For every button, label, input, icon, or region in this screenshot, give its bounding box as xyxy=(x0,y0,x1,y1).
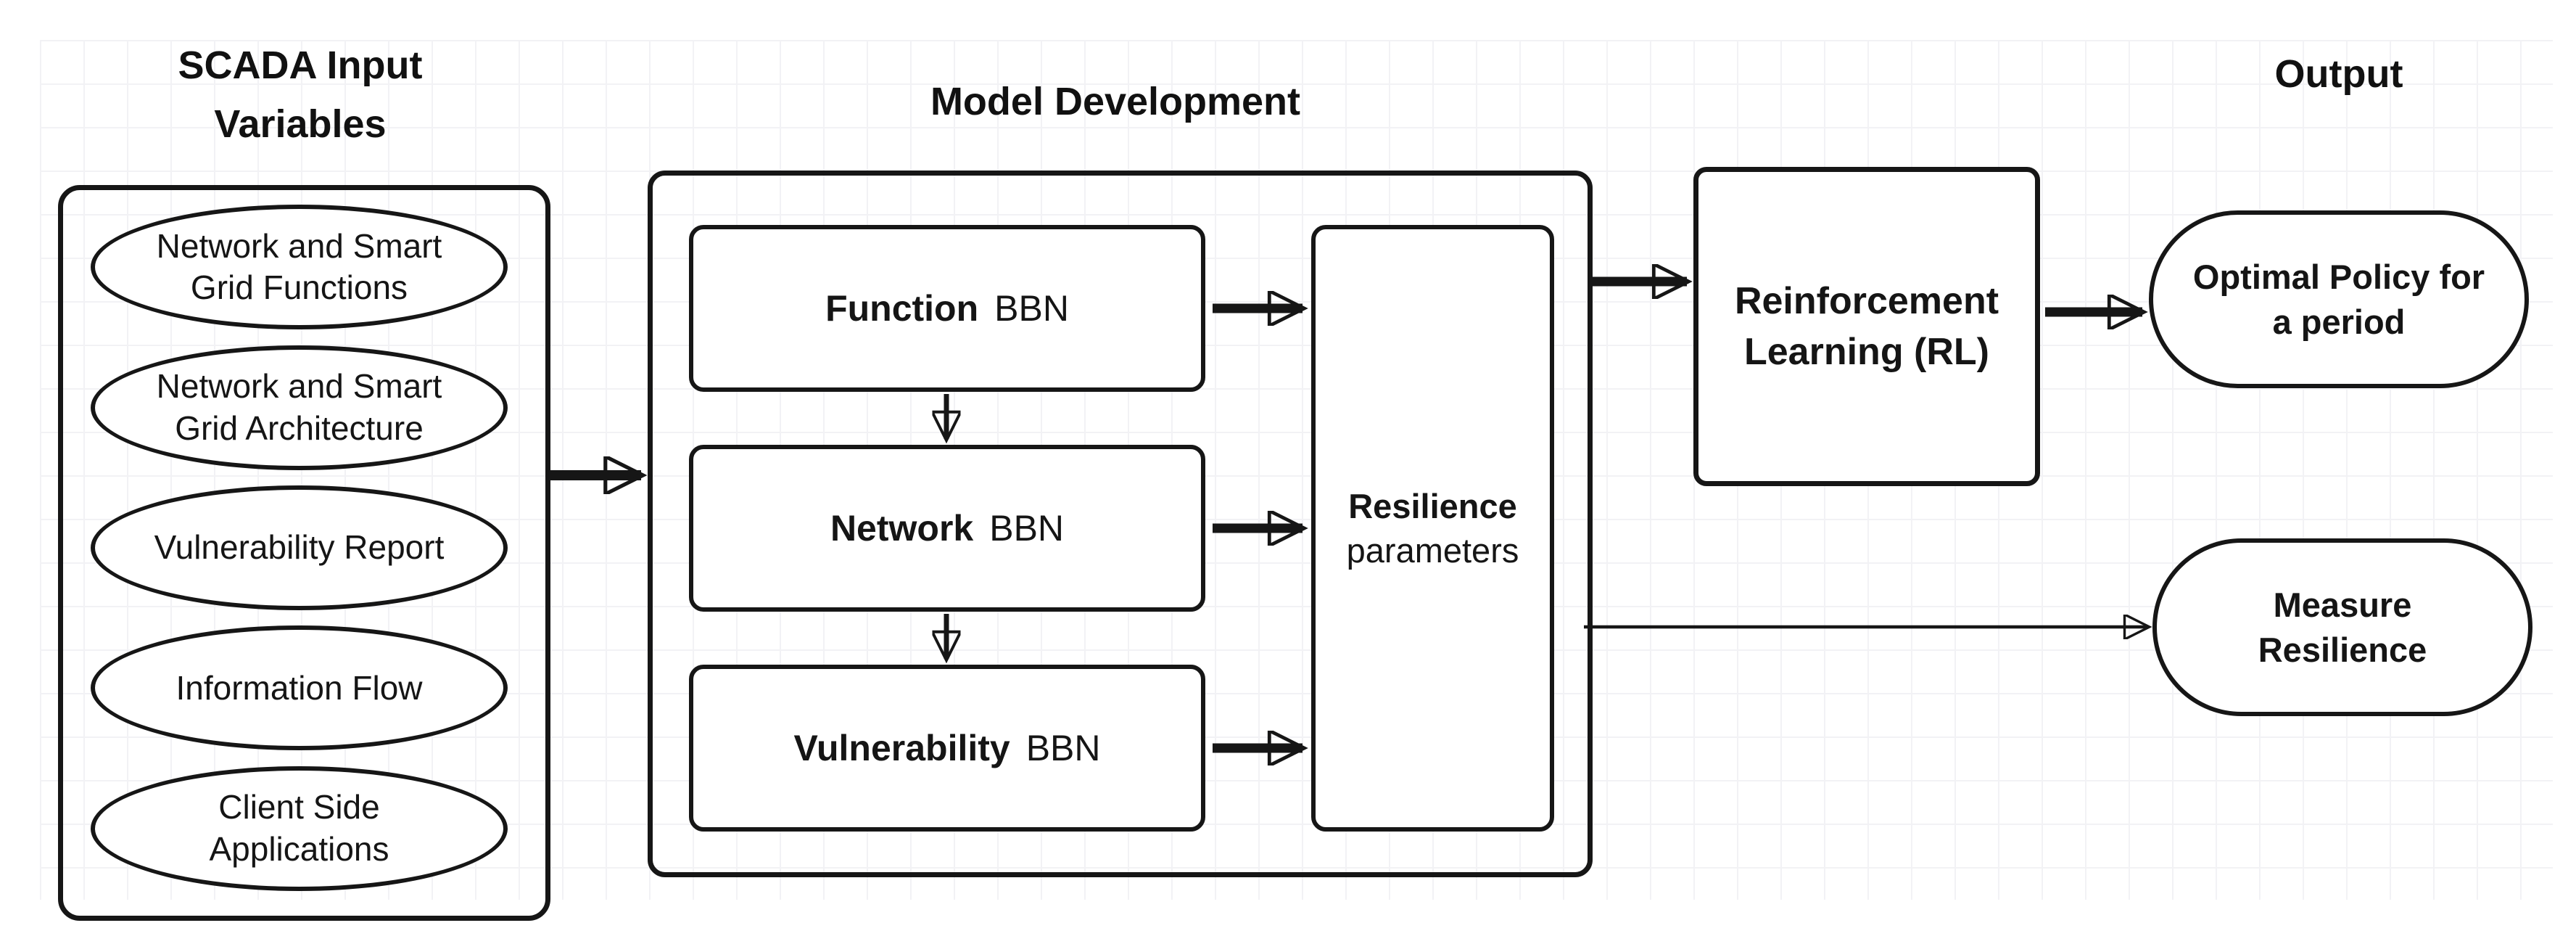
reinforcement-learning-node: Reinforcement Learning (RL) xyxy=(1693,167,2040,486)
network-bbn-node: Network BBN xyxy=(689,445,1205,612)
input-oval-vulnerability-report: Vulnerability Report xyxy=(91,485,508,610)
resilience-label: Resilience xyxy=(1348,486,1517,525)
vulnerability-bbn-type-label: BBN xyxy=(1025,728,1101,768)
function-bbn-type-label: BBN xyxy=(994,288,1069,329)
network-bbn-type-label: BBN xyxy=(989,508,1065,549)
input-oval-client-side-applications: Client Side Applications xyxy=(91,766,508,891)
resilience-sublabel: parameters xyxy=(1346,531,1519,570)
input-oval-network-functions: Network and Smart Grid Functions xyxy=(91,205,508,330)
input-oval-information-flow: Information Flow xyxy=(91,625,508,751)
model-development-container xyxy=(648,171,1593,877)
optimal-policy-node: Optimal Policy for a period xyxy=(2149,210,2529,388)
model-section-title: Model Development xyxy=(930,80,1301,123)
input-oval-network-architecture: Network and Smart Grid Architecture xyxy=(91,345,508,470)
measure-resilience-node: Measure Resilience xyxy=(2152,538,2532,716)
vulnerability-bbn-node: Vulnerability BBN xyxy=(689,665,1205,832)
vulnerability-bbn-label: Vulnerability xyxy=(793,728,1010,768)
resilience-parameters-node: Resilience parameters xyxy=(1311,225,1554,832)
function-bbn-node: Function BBN xyxy=(689,225,1205,392)
network-bbn-label: Network xyxy=(830,508,974,549)
input-variables-container xyxy=(58,185,550,921)
function-bbn-label: Function xyxy=(825,288,979,329)
input-variables-list: Network and Smart Grid Functions Network… xyxy=(58,185,540,911)
output-section-title: Output xyxy=(2274,52,2403,96)
input-section-title: SCADA Input Variables xyxy=(178,44,423,146)
